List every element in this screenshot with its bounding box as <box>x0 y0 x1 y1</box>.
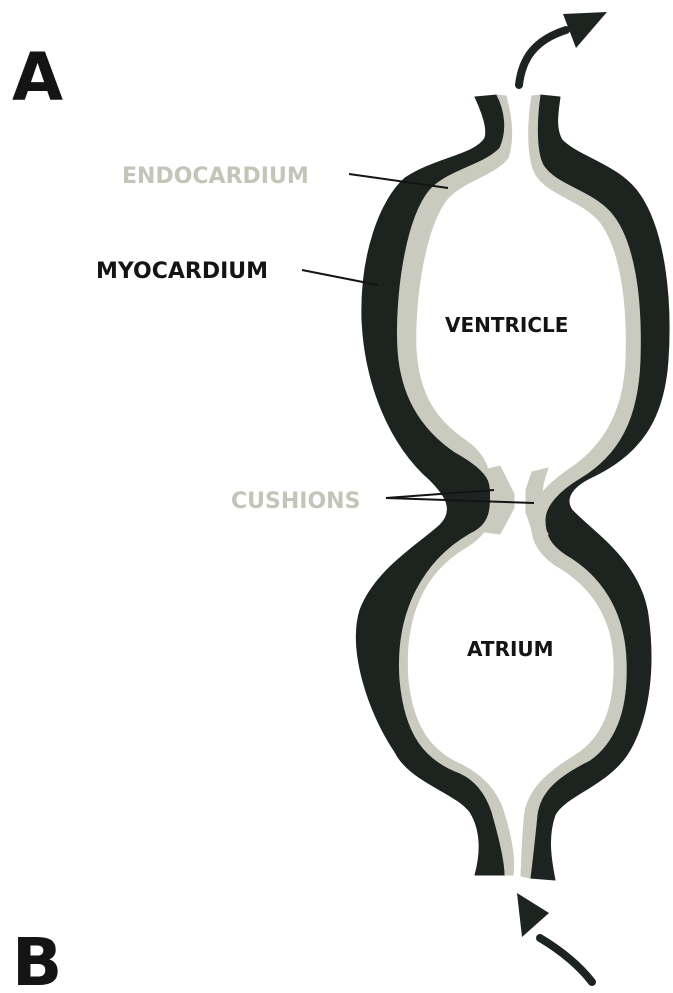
right-wall <box>521 95 669 880</box>
ventricle-label: VENTRICLE <box>445 313 568 337</box>
myocardium-label: MYOCARDIUM <box>96 259 268 284</box>
curved-arrow-up-right-icon <box>519 12 607 85</box>
left-wall <box>356 95 514 875</box>
panel-label-a: A <box>12 39 63 116</box>
atrium-label: ATRIUM <box>467 637 554 661</box>
panel-label-b: B <box>12 924 62 993</box>
endocardium-label: ENDOCARDIUM <box>122 164 309 189</box>
cushions-label: CUSHIONS <box>231 489 360 514</box>
curved-arrow-up-left-icon <box>517 893 592 982</box>
